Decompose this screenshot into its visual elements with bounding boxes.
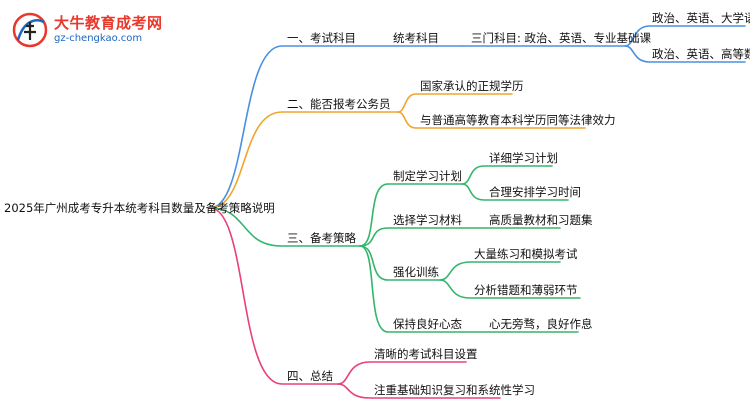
branch-exam-subjects: 一、考试科目 [287,31,356,45]
connector-root-branch4 [209,207,339,385]
leaf-detailed-plan: 详细学习计划 [489,151,558,165]
leaf-focus-routine: 心无旁骛，良好作息 [489,317,593,331]
connector-branch3-sub1 [359,183,463,247]
connector-sub3-leaf2 [439,279,581,299]
connector-grandchild-leaf2 [624,45,746,63]
node-clear-subjects: 清晰的考试科目设置 [374,347,478,361]
connector-branch2-item1 [397,93,513,113]
node-study-materials: 选择学习材料 [393,213,462,227]
branch-civil-servant: 二、能否报考公务员 [287,97,391,111]
connector-branch3-sub2 [359,227,463,247]
node-unified-subjects: 统考科目 [393,31,439,45]
logo-mark-icon [12,12,48,48]
connector-sub1-leaf1 [461,165,553,185]
site-logo[interactable]: 大牛教育成考网 gz-chengkao.com [6,8,186,48]
connector-branch2-item2 [397,111,586,129]
leaf-science: 政治、英语、高等数学 [652,47,750,61]
connector-root-branch3 [209,207,361,247]
leaf-error-analysis: 分析错题和薄弱环节 [474,283,578,297]
branch-prep-strategy: 三、备考策略 [287,231,356,245]
connector-grandchild-leaf1 [624,25,746,47]
branch-summary: 四、总结 [287,369,333,383]
connector-sub1-leaf2 [461,183,569,201]
node-intensive-training: 强化训练 [393,265,439,279]
node-three-subjects: 三门科目: 政治、英语、专业基础课 [471,31,652,45]
node-basic-review: 注重基础知识复习和系统性学习 [374,383,535,397]
root-node: 2025年广州成考专升本统考科目数量及备考策略说明 [4,201,275,215]
connector-branch4-item1 [337,361,467,385]
connector-root-branch1 [209,45,361,209]
connector-branch3-sub3 [359,245,441,281]
logo-url: gz-chengkao.com [54,33,143,44]
connector-branch3-sub4 [359,245,463,333]
connector-root-branch2 [209,111,399,209]
leaf-quality-materials: 高质量教材和习题集 [489,213,593,227]
node-study-plan: 制定学习计划 [393,169,462,183]
logo-name: 大牛教育成考网 [54,14,163,32]
leaf-time-arrangement: 合理安排学习时间 [489,185,581,199]
connector-branch4-item2 [337,383,501,399]
node-equal-validity: 与普通高等教育本科学历同等法律效力 [420,113,616,127]
leaf-practice-mock: 大量练习和模拟考试 [474,247,578,261]
leaf-liberal-arts: 政治、英语、大学语文 [652,11,750,25]
node-good-mindset: 保持良好心态 [393,317,462,331]
connector-sub3-leaf1 [439,261,561,281]
node-recognized-degree: 国家承认的正规学历 [420,79,524,93]
